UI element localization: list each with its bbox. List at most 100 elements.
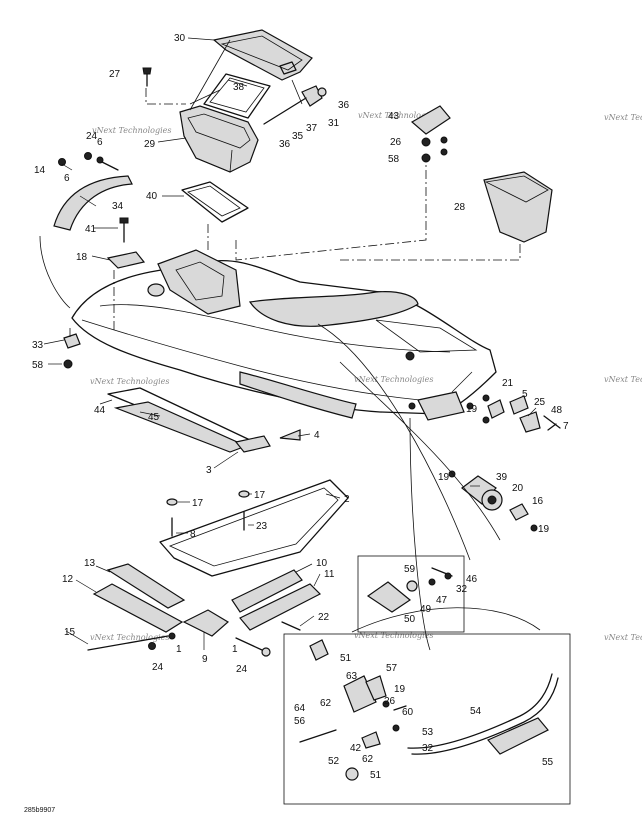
clamp-63 [365, 675, 387, 701]
bracket-9 [182, 609, 230, 637]
callout: 1 [176, 644, 182, 655]
curve-arrow [339, 361, 501, 541]
washer [421, 137, 431, 147]
nut-32 [428, 578, 436, 586]
callout: 12 [62, 574, 74, 585]
hull-deck [63, 249, 497, 421]
callout: 18 [76, 252, 88, 263]
plug-17 [238, 490, 250, 498]
deck-line [99, 304, 451, 353]
callout: 33 [32, 340, 44, 351]
bolt-1 [235, 637, 263, 651]
callout: 39 [496, 472, 508, 483]
storage-cup-body [483, 171, 553, 243]
callout: 27 [109, 69, 121, 80]
callout: 35 [292, 131, 304, 142]
callout: 45 [148, 412, 160, 423]
callout: 6 [64, 173, 70, 184]
watermark: vNext Technologies [354, 375, 433, 384]
bumper-bracket [106, 217, 146, 269]
rub-rail-front [53, 175, 133, 231]
callout: 20 [512, 483, 524, 494]
grip-55 [487, 717, 549, 755]
callout: 63 [346, 671, 358, 682]
leader [213, 451, 239, 469]
leader [61, 163, 73, 171]
leader [75, 579, 97, 593]
callout: 53 [422, 727, 434, 738]
nut-53 [392, 724, 400, 732]
fitting-16 [509, 503, 529, 521]
connection-lines [39, 39, 541, 651]
callout: 24 [152, 662, 164, 673]
callout: 17 [192, 498, 204, 509]
boarding-step-kit [283, 633, 571, 805]
bin-lid [212, 29, 313, 81]
plate-4 [279, 429, 301, 441]
callout: 43 [388, 111, 400, 122]
leader [95, 565, 111, 573]
callout: 42 [350, 743, 362, 754]
nut [440, 148, 448, 156]
watermark: vNext Technologies [92, 126, 171, 135]
callout: 62 [362, 754, 374, 765]
callout: 34 [112, 201, 124, 212]
ride-plate-inner [168, 487, 339, 567]
callout: 16 [532, 496, 544, 507]
grab-handle-bracket [410, 105, 451, 163]
sponson-12 [92, 583, 184, 633]
callout: 19 [394, 684, 406, 695]
callout: 26 [390, 137, 402, 148]
nut-1 [168, 632, 176, 640]
step-tube-54 [407, 673, 553, 749]
callout: 7 [563, 421, 569, 432]
callout: 37 [306, 123, 318, 134]
callout: 2 [344, 494, 350, 505]
callout: 30 [174, 33, 186, 44]
ride-plate-2 [159, 479, 349, 577]
curve-arrow [317, 323, 471, 561]
screw [96, 156, 104, 164]
storage-cup-rim [484, 175, 549, 203]
nut-24 [148, 642, 156, 650]
callout: 59 [404, 564, 416, 575]
callout: 19 [466, 404, 478, 415]
callout: 15 [64, 627, 76, 638]
bracket-18 [106, 251, 146, 269]
ride-plate [159, 479, 349, 577]
callout: 19 [538, 524, 550, 535]
deck-plug [405, 351, 415, 361]
callout: 60 [402, 707, 414, 718]
leader [227, 79, 248, 87]
watermark: vNext Technologies [604, 113, 642, 122]
storage-bin [179, 105, 259, 173]
callout: 19 [438, 472, 450, 483]
hull-rails [107, 387, 301, 453]
lid-latch [279, 61, 297, 75]
callout: 56 [294, 716, 306, 727]
callout: 51 [340, 653, 352, 664]
callout: 21 [502, 378, 514, 389]
leader [157, 137, 187, 143]
callout: 31 [328, 118, 340, 129]
screw-22 [281, 621, 301, 631]
screw-head [142, 67, 152, 75]
hull-chine-line [81, 319, 421, 401]
watermark: vNext Technologies [358, 111, 437, 120]
plate-51 [309, 639, 329, 661]
callout: 4 [314, 430, 320, 441]
leader [65, 630, 89, 645]
rear-platform [375, 319, 478, 353]
plug-17 [166, 498, 178, 506]
callout: 14 [34, 165, 46, 176]
curve-arrow [39, 235, 71, 309]
callout: 47 [436, 595, 448, 606]
callout: 58 [388, 154, 400, 165]
leader-dash [340, 244, 521, 261]
leader [91, 255, 111, 261]
callout: 25 [534, 397, 546, 408]
watermark: vNext Technologies [354, 631, 433, 640]
kit-frame-upper [357, 555, 465, 633]
leader [451, 371, 473, 393]
